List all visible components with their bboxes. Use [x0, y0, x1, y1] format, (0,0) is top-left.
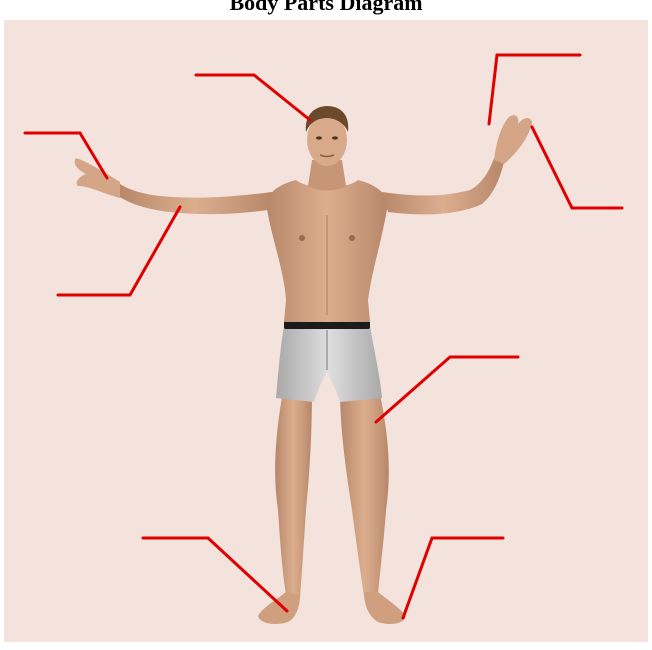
leader-line-right-foot: [403, 538, 503, 618]
right-nipple: [349, 235, 355, 241]
leader-line-left-arm: [58, 207, 180, 295]
right-foot: [364, 592, 406, 624]
leader-line-head: [196, 75, 310, 120]
shorts: [276, 320, 382, 402]
left-arm: [118, 184, 272, 214]
left-eye: [316, 136, 322, 139]
leader-line-right-hand-top: [489, 55, 580, 124]
right-arm: [382, 158, 504, 214]
leader-line-right-hand-side: [532, 127, 622, 208]
head: [306, 106, 348, 166]
left-leg: [275, 385, 312, 598]
legs: [258, 385, 406, 624]
right-hand: [494, 115, 532, 164]
left-foot: [258, 592, 300, 624]
left-nipple: [299, 235, 305, 241]
shorts-body: [276, 326, 382, 402]
right-eye: [332, 136, 338, 139]
leader-line-left-foot: [143, 538, 287, 611]
leader-line-right-thigh: [376, 357, 518, 422]
